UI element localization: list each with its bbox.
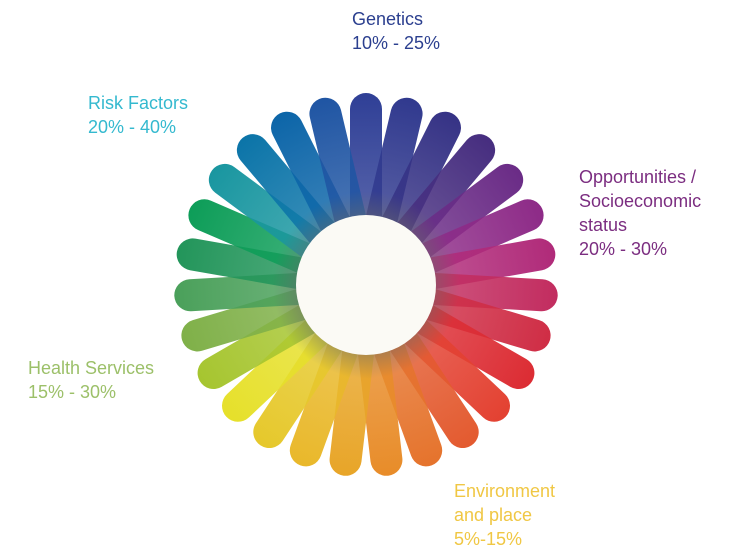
label-opportunities: Opportunities / Socioeconomic status 20%… <box>579 165 701 261</box>
label-health-services-range: 15% - 30% <box>28 382 117 402</box>
label-health-services: Health Services 15% - 30% <box>28 356 154 404</box>
label-environment-line-2: and place <box>454 505 533 525</box>
label-risk-factors-name: Risk Factors <box>88 93 189 113</box>
label-opportunities-line-1: Opportunities / <box>579 167 697 187</box>
wheel-petal-27 <box>309 97 370 247</box>
wheel-petal-24 <box>208 163 338 268</box>
wheel-petal-17 <box>253 315 352 449</box>
label-environment: Environment and place 5%-15% <box>454 479 555 551</box>
label-environment-range: 5%-15% <box>454 529 523 549</box>
wheel-petal-2 <box>362 97 423 247</box>
label-environment-line-1: Environment <box>454 481 556 501</box>
wheel-petal-25 <box>236 134 347 259</box>
wheel-petal-23 <box>188 199 331 279</box>
wheel-petal-22 <box>176 238 327 292</box>
label-genetics-range: 10% - 25% <box>352 33 441 53</box>
wheel-center <box>296 215 436 355</box>
wheel-petal-9 <box>403 285 551 352</box>
label-genetics-name: Genetics <box>352 9 424 29</box>
label-risk-factors: Risk Factors 20% - 40% <box>88 91 188 139</box>
wheel-petal-3 <box>375 111 461 251</box>
label-opportunities-line-3: status <box>579 215 628 235</box>
label-opportunities-range: 20% - 30% <box>579 239 668 259</box>
label-genetics: Genetics 10% - 25% <box>352 7 440 55</box>
wheel-petal-10 <box>398 297 535 389</box>
label-health-services-name: Health Services <box>28 358 155 378</box>
wheel-petal-18 <box>221 307 342 422</box>
wheel-petal-11 <box>390 307 511 422</box>
wheel-petals <box>174 93 558 476</box>
label-risk-factors-range: 20% - 40% <box>88 117 177 137</box>
wheel-petal-4 <box>385 134 496 259</box>
label-opportunities-line-2: Socioeconomic <box>579 191 702 211</box>
wheel-petal-16 <box>289 321 363 467</box>
